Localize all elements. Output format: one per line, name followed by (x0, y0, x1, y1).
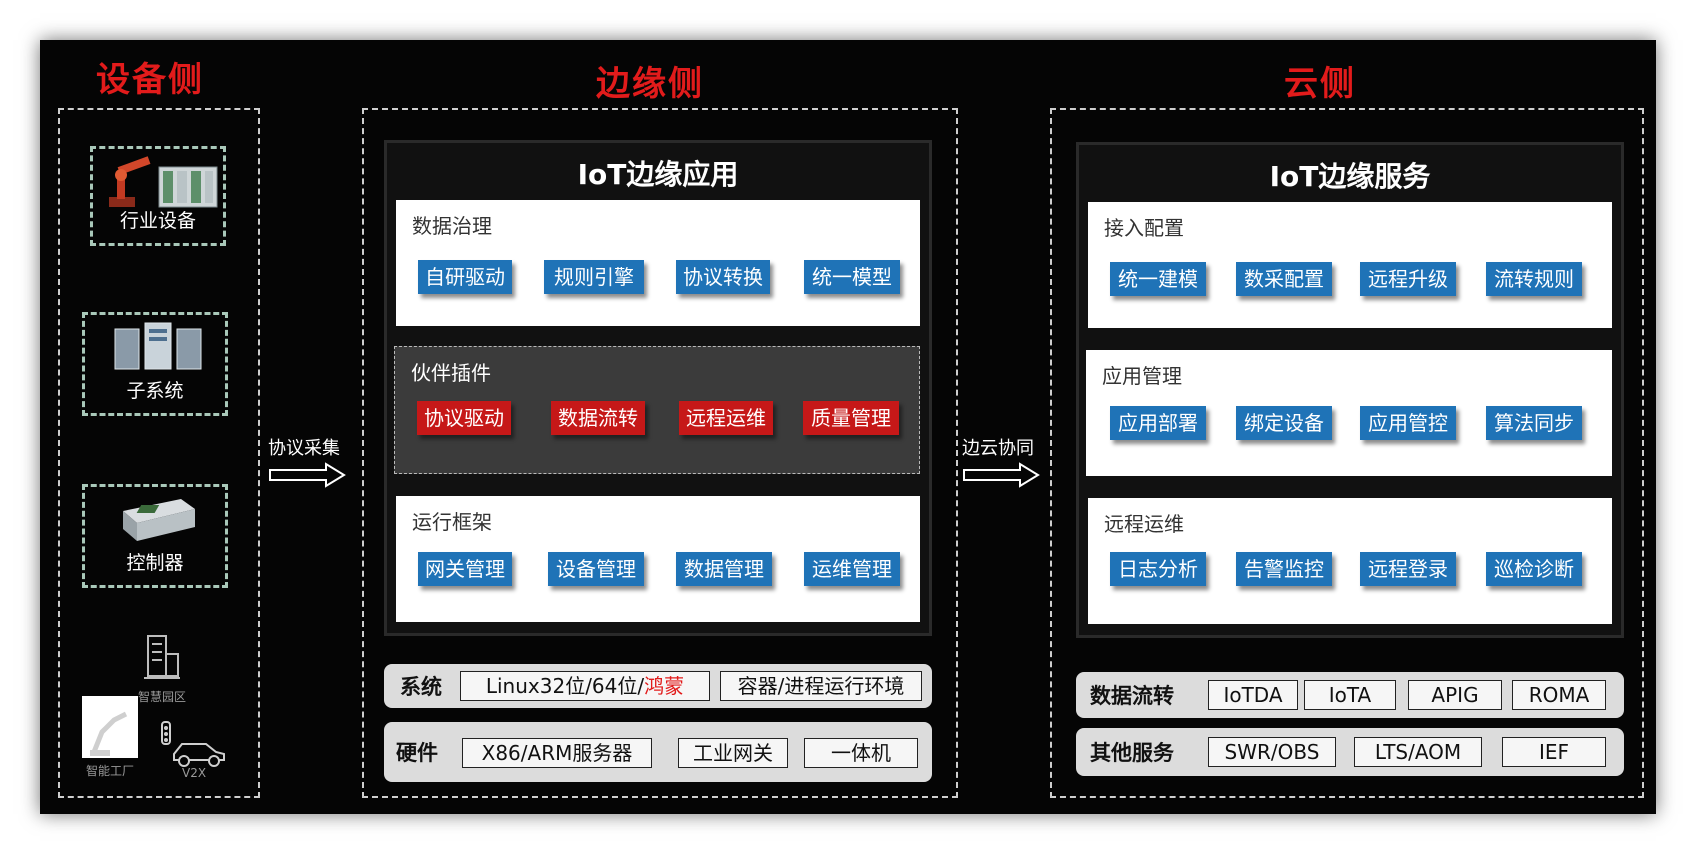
cloud-chip: 数采配置 (1236, 262, 1332, 296)
edge-chip: 规则引擎 (544, 260, 644, 294)
edge-hardware-bar: 硬件 X86/ARM服务器 工业网关 一体机 (384, 722, 932, 782)
edge-chip: 自研驱动 (418, 260, 512, 294)
device-controller-label: 控制器 (126, 552, 184, 574)
cloud-chip: 告警监控 (1236, 552, 1332, 586)
cloud-side-title: 云侧 (1284, 64, 1356, 104)
device-subsystem: 子系统 (82, 312, 228, 416)
edge-chip: 协议转换 (676, 260, 770, 294)
edge-chip: 数据管理 (676, 552, 772, 586)
edge-system-bar: 系统 Linux32位/64位/鸿蒙 容器/进程运行环境 (384, 664, 932, 708)
scenario-v2x: V2X (182, 766, 207, 780)
cloud-group-label: 接入配置 (1104, 216, 1184, 240)
edge-chip: 运维管理 (804, 552, 900, 586)
cloud-chip: 巡检诊断 (1486, 552, 1582, 586)
cloud-group-app-mgmt: 应用管理 应用部署 绑定设备 应用管控 算法同步 (1086, 350, 1612, 476)
arrow-collect-icon (269, 462, 346, 488)
cloud-other-bar: 其他服务 SWR/OBS LTS/AOM IEF (1076, 728, 1624, 776)
edge-side-container (362, 108, 958, 798)
server-rack-icon (114, 322, 202, 370)
cloud-data-flow-item: ROMA (1512, 680, 1606, 710)
cloud-group-label: 远程运维 (1104, 512, 1184, 536)
cloud-chip: 应用管控 (1360, 406, 1456, 440)
device-industry-label: 行业设备 (119, 210, 196, 232)
industrial-robot-icon (109, 156, 218, 208)
factory-arm-icon (82, 696, 138, 758)
cloud-chip: 日志分析 (1110, 552, 1206, 586)
edge-group-label: 伙伴插件 (411, 361, 491, 385)
car-traffic-icon (161, 721, 225, 767)
cloud-chip: 绑定设备 (1236, 406, 1332, 440)
cloud-data-flow-bar: 数据流转 IoTDA IoTA APIG ROMA (1076, 672, 1624, 718)
cloud-chip: 应用部署 (1110, 406, 1206, 440)
cloud-service-title: IoT边缘服务 (1269, 160, 1431, 193)
cloud-chip: 远程登录 (1360, 552, 1456, 586)
edge-system-os: Linux32位/64位/鸿蒙 (460, 671, 710, 701)
edge-chip: 网关管理 (418, 552, 512, 586)
cloud-group-access-config: 接入配置 统一建模 数采配置 远程升级 流转规则 (1088, 202, 1612, 328)
device-controller: 控制器 (82, 484, 228, 588)
cloud-data-flow-label: 数据流转 (1090, 684, 1174, 708)
arrow-sync-label: 边云协同 (962, 438, 1034, 459)
building-icon (144, 635, 180, 679)
edge-system-os-text: Linux32位/64位/ (485, 674, 645, 698)
cloud-chip: 统一建模 (1110, 262, 1206, 296)
controller-icon (123, 499, 195, 541)
edge-group-label: 数据治理 (412, 214, 492, 238)
edge-chip: 数据流转 (551, 401, 645, 435)
cloud-other-label: 其他服务 (1090, 741, 1174, 765)
cloud-data-flow-item: APIG (1408, 680, 1502, 710)
edge-hardware-item: X86/ARM服务器 (462, 738, 652, 768)
cloud-data-flow-item: IoTDA (1208, 680, 1298, 710)
cloud-chip: 流转规则 (1486, 262, 1582, 296)
edge-chip: 设备管理 (548, 552, 644, 586)
edge-chip: 质量管理 (803, 401, 899, 435)
cloud-other-item: SWR/OBS (1208, 737, 1336, 767)
cloud-other-item: IEF (1502, 737, 1606, 767)
cloud-side-container (1050, 108, 1644, 798)
edge-app-title: IoT边缘应用 (577, 158, 739, 191)
edge-group-partner-plugins: 伙伴插件 协议驱动 数据流转 远程运维 质量管理 (394, 346, 920, 474)
edge-chip: 协议驱动 (417, 401, 511, 435)
edge-chip: 远程运维 (679, 401, 773, 435)
cloud-data-flow-item: IoTA (1304, 680, 1396, 710)
edge-hardware-label: 硬件 (396, 741, 438, 765)
arrow-collect-label: 协议采集 (268, 438, 340, 459)
scenario-smart-factory: 智能工厂 (86, 764, 135, 778)
edge-group-label: 运行框架 (412, 510, 492, 534)
edge-system-os-highlight: 鸿蒙 (644, 674, 685, 698)
edge-chip: 统一模型 (804, 260, 900, 294)
cloud-group-label: 应用管理 (1102, 364, 1182, 388)
device-subsystem-label: 子系统 (126, 380, 184, 402)
edge-hardware-item: 一体机 (804, 738, 918, 768)
arrow-sync-icon (963, 462, 1040, 488)
edge-side-title: 边缘侧 (596, 64, 704, 104)
cloud-group-remote-ops: 远程运维 日志分析 告警监控 远程登录 巡检诊断 (1088, 498, 1612, 624)
cloud-other-item: LTS/AOM (1354, 737, 1482, 767)
edge-hardware-item: 工业网关 (678, 738, 788, 768)
scenario-smart-park: 智慧园区 (138, 690, 187, 704)
cloud-chip: 算法同步 (1486, 406, 1582, 440)
device-side-container (58, 108, 260, 798)
edge-group-data-governance: 数据治理 自研驱动 规则引擎 协议转换 统一模型 (396, 200, 920, 326)
device-industry: 行业设备 (90, 146, 226, 246)
edge-system-label: 系统 (400, 675, 442, 699)
edge-group-runtime: 运行框架 网关管理 设备管理 数据管理 运维管理 (396, 496, 920, 622)
cloud-chip: 远程升级 (1360, 262, 1456, 296)
edge-system-container: 容器/进程运行环境 (720, 671, 922, 701)
device-side-title: 设备侧 (96, 60, 204, 100)
